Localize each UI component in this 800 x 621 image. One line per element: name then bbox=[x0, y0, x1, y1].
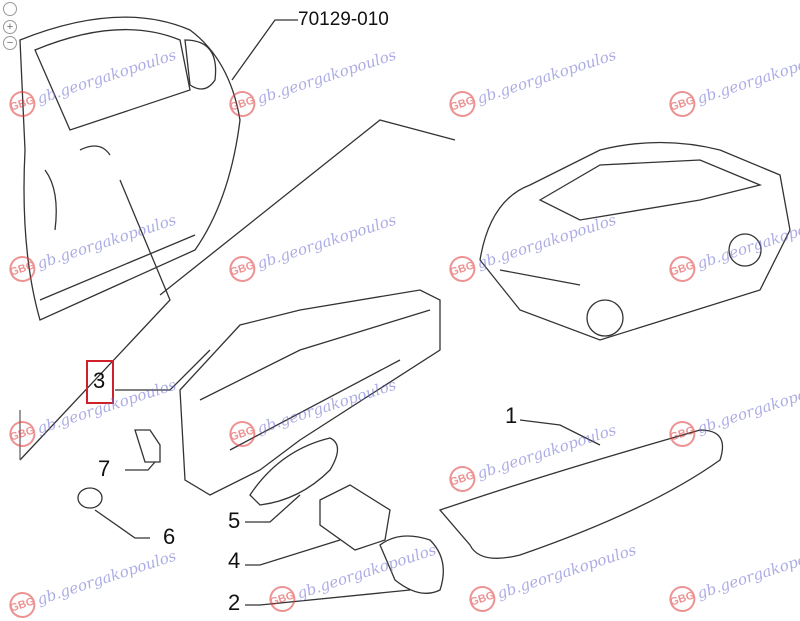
door-drawing bbox=[19, 16, 241, 321]
part-6 bbox=[77, 487, 103, 509]
part-5 bbox=[249, 437, 339, 506]
callout-3-leader bbox=[115, 349, 211, 391]
callout-4[interactable]: 4 bbox=[228, 548, 241, 573]
callout-3-highlight[interactable] bbox=[86, 360, 114, 404]
detail-lines bbox=[19, 119, 456, 461]
callout-1[interactable]: 1 bbox=[505, 403, 518, 428]
callout-6-leader bbox=[94, 509, 150, 539]
part-1 bbox=[438, 429, 724, 559]
callout-5[interactable]: 5 bbox=[228, 508, 241, 533]
part-4 bbox=[319, 484, 391, 551]
callout-7[interactable]: 7 bbox=[98, 456, 111, 481]
zoom-in-icon[interactable]: + bbox=[3, 20, 17, 34]
callout-3[interactable]: 3 bbox=[93, 368, 106, 393]
callout-1-leader bbox=[519, 419, 601, 446]
callout-2[interactable]: 2 bbox=[228, 590, 241, 615]
part-7 bbox=[134, 429, 161, 463]
part-number-label: 70129-010 bbox=[298, 9, 389, 30]
expand-icon[interactable] bbox=[3, 2, 17, 16]
part-number-leader bbox=[231, 19, 298, 81]
zoom-out-icon[interactable]: − bbox=[3, 36, 17, 50]
callout-4-leader bbox=[245, 539, 341, 566]
callout-2-leader bbox=[245, 589, 411, 606]
handle-carrier-drawing bbox=[179, 289, 441, 496]
callout-7-leader bbox=[125, 461, 156, 471]
callout-5-leader bbox=[245, 494, 301, 523]
callout-6[interactable]: 6 bbox=[163, 524, 176, 549]
part-2 bbox=[379, 535, 444, 594]
car-drawing bbox=[479, 141, 791, 341]
